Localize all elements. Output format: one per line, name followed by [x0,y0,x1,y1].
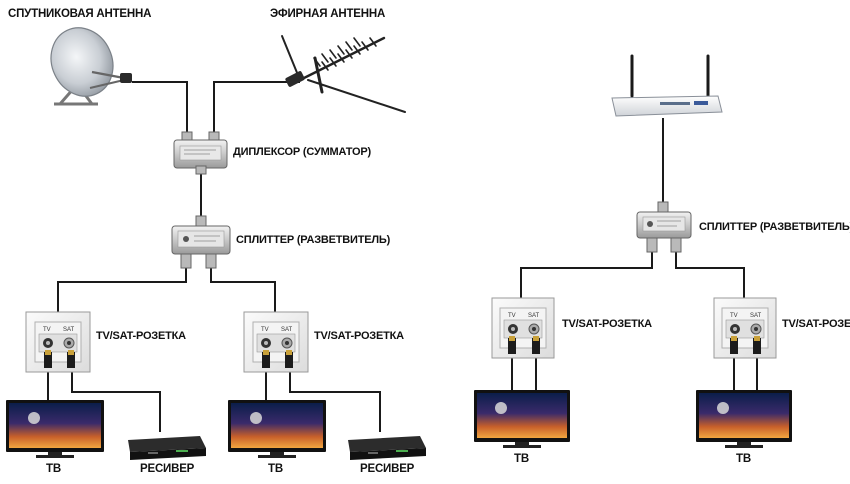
receiver-2-label: РЕСИВЕР [360,463,415,475]
socket-3-tv-text: TV [508,313,516,319]
socket-4-tv-text: TV [730,313,738,319]
tv-1-label: ТВ [46,463,61,475]
terrestrial-antenna-label: ЭФИРНАЯ АНТЕННА [270,8,386,20]
socket-3-icon: TV SAT [491,297,555,359]
satellite-antenna-label: СПУТНИКОВАЯ АНТЕННА [8,8,152,20]
cable-terrestrial-to-diplexer [213,81,300,140]
cable-satellite-to-diplexer [132,81,188,140]
splitter-right-label: СПЛИТТЕР (РАЗВЕТВИТЕЛЬ) [699,221,850,233]
cable-splitter-to-socket-4 [675,250,745,306]
diplexer-label: ДИПЛЕКСОР (СУММАТОР) [233,146,371,158]
socket-4-label: TV/SAT-РОЗЕТКА [782,318,850,330]
splitter-left-label: СПЛИТТЕР (РАЗВЕТВИТЕЛЬ) [236,234,391,246]
router-icon [611,54,723,117]
tv-4-label: ТВ [736,453,751,465]
cable-splitter-to-socket-2 [210,268,276,330]
tv-4-icon [696,390,792,448]
socket-2-icon: TV SAT [243,311,309,373]
tv-2-label: ТВ [268,463,283,475]
tv-3-label: ТВ [514,453,529,465]
receiver-1-label: РЕСИВЕР [140,463,195,475]
socket-3-sat-text: SAT [528,313,540,319]
cables-right [511,118,758,392]
cable-splitter-to-socket-1 [57,268,187,330]
socket-1-tv-text: TV [43,327,51,333]
cable-socket2-to-receiver-2 [289,368,381,432]
socket-4-icon: TV SAT [713,297,777,359]
cable-splitter-to-socket-3 [520,250,653,306]
socket-4-sat-text: SAT [750,313,762,319]
socket-1-label: TV/SAT-РОЗЕТКА [96,330,186,342]
splitter-left-icon [171,215,231,269]
receiver-1-icon [128,436,206,460]
cables-left [47,81,381,432]
socket-1-sat-text: SAT [63,327,75,333]
socket-1-icon: TV SAT [25,311,91,373]
socket-2-sat-text: SAT [281,327,293,333]
tv-3-icon [474,390,570,448]
tv-2-icon [228,400,326,458]
socket-3-label: TV/SAT-РОЗЕТКА [562,318,652,330]
receiver-2-icon [348,436,426,460]
socket-2-label: TV/SAT-РОЗЕТКА [314,330,404,342]
diplexer-icon [173,131,228,175]
terrestrial-antenna-icon [281,35,406,113]
satellite-dish-icon [50,27,132,106]
splitter-right-icon [636,201,692,253]
socket-2-tv-text: TV [261,327,269,333]
cable-socket1-to-receiver-1 [71,368,161,432]
tv-1-icon [6,400,104,458]
